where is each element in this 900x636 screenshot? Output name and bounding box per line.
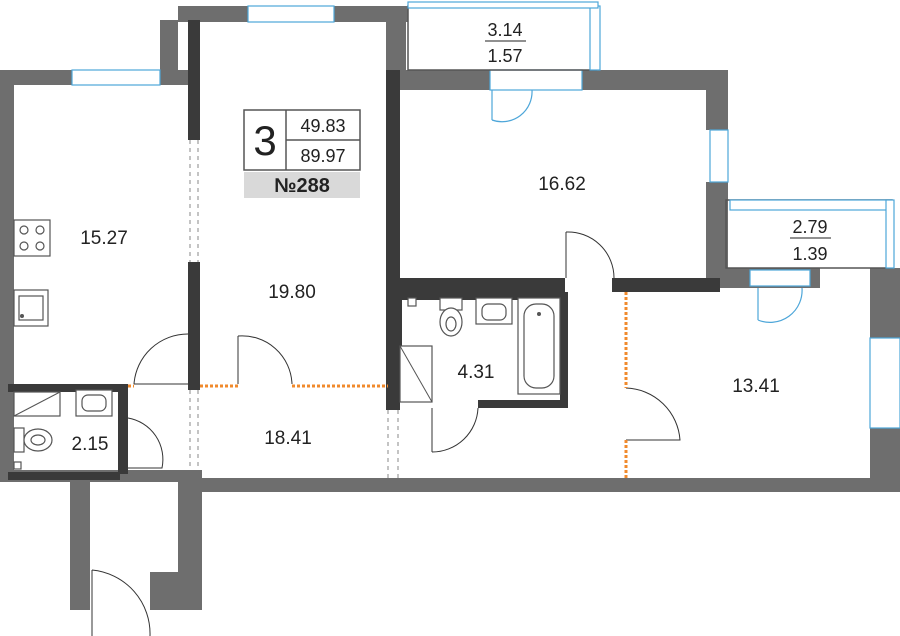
kitchen-sink-icon (13, 289, 49, 327)
inner-walls (8, 20, 720, 480)
window-kitchen (71, 69, 161, 86)
outer-walls (0, 6, 900, 610)
room-bathroom-area: 4.31 (458, 362, 495, 383)
partitions (128, 292, 628, 478)
balcony-top: 3.14 1.57 (407, 1, 601, 71)
apartment-label: 3 49.83 89.97 №288 (243, 109, 361, 198)
doors (91, 89, 803, 636)
window-balcony-top-door (489, 69, 583, 91)
balcony-right-reduced-area: 1.39 (792, 244, 827, 264)
balcony-top-reduced-area: 1.57 (487, 46, 522, 66)
living-area: 49.83 (300, 116, 345, 136)
window-bedroom-2 (869, 337, 900, 429)
room-count: 3 (253, 117, 276, 164)
room-living-area: 19.80 (268, 282, 316, 303)
window-living (247, 5, 335, 23)
toilet-icon (13, 427, 53, 453)
total-area: 89.97 (300, 146, 345, 166)
zone-lines (189, 140, 399, 478)
windows (71, 5, 900, 429)
room-bedroom-2-area: 13.41 (732, 376, 780, 397)
window-bedroom-1 (709, 129, 729, 183)
room-kitchen-area: 15.27 (80, 228, 128, 249)
room-wc-area: 2.15 (72, 434, 109, 455)
bathroom-fixtures (399, 297, 561, 403)
toilet-icon (439, 297, 463, 337)
room-bedroom-1-area: 16.62 (538, 174, 586, 195)
washing-area-icon (399, 345, 433, 403)
window-balcony-right-door (749, 269, 811, 287)
room-hall-area: 18.41 (264, 428, 312, 449)
wc-fixtures (13, 389, 113, 470)
balcony-top-area: 3.14 (487, 20, 522, 40)
balcony-right: 2.79 1.39 (725, 199, 895, 269)
sink-icon (475, 297, 513, 325)
apartment-number: №288 (274, 175, 330, 197)
bathtub-icon (517, 297, 561, 395)
balcony-right-area: 2.79 (792, 217, 827, 237)
kitchen-stove-icon (13, 219, 51, 257)
